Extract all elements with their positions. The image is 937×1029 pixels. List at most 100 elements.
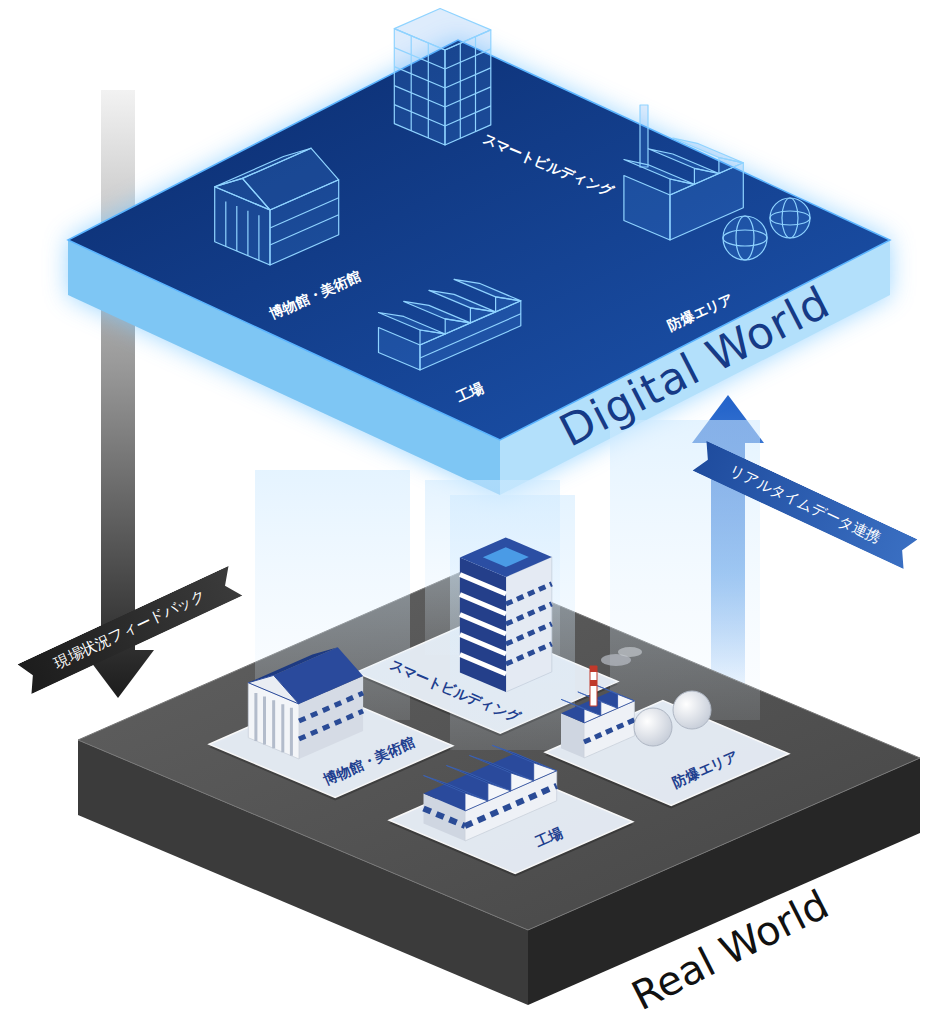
sawtooth-roof <box>578 692 618 708</box>
building-face <box>506 557 552 692</box>
wire-gable <box>215 178 270 210</box>
real-plane: Real Worldスマートビルディング博物館・美術館防爆エリア工場 <box>60 555 930 1025</box>
wire-face <box>270 180 339 265</box>
sawtooth-glass <box>534 763 557 781</box>
light-beam <box>450 495 575 750</box>
wire-roof <box>673 138 744 163</box>
ribbon-label: リアルタイムデータ連携 <box>692 441 917 570</box>
building-face <box>584 701 634 758</box>
tile-shape <box>385 764 637 877</box>
building-face <box>248 683 299 759</box>
plane-building-label: スマートビルディング <box>480 130 615 199</box>
smart-building <box>460 537 552 692</box>
slab-shape <box>50 30 910 510</box>
wire-gable <box>694 168 719 184</box>
slab-shape-part <box>68 40 890 440</box>
chimney-stripe <box>590 666 597 672</box>
sawtooth-glass <box>601 702 618 716</box>
sawtooth-roof <box>446 766 510 791</box>
wire-face <box>394 9 491 51</box>
tile-shape-part <box>209 693 453 798</box>
sawtooth-roof <box>492 745 556 771</box>
site-tile: 博物館・美術館 <box>205 688 457 801</box>
slab-shape-part <box>68 40 890 495</box>
building-face <box>460 558 506 693</box>
wire-face <box>379 328 421 371</box>
wire-roof <box>454 279 521 300</box>
sawtooth-roof <box>469 755 533 780</box>
smoke <box>618 647 642 657</box>
wire-sphere <box>723 216 767 260</box>
sawtooth-roof <box>561 699 601 715</box>
wire-gable <box>496 297 521 312</box>
building-face <box>424 794 466 842</box>
sawtooth-roof <box>595 685 635 701</box>
real-buildings <box>248 537 711 841</box>
wire-gable <box>670 179 694 195</box>
balcony-stripes <box>460 575 506 675</box>
wire-grid <box>420 314 521 358</box>
wire-sphere <box>736 216 754 260</box>
building-roof <box>248 647 337 682</box>
sawtooth-glass <box>584 709 601 723</box>
digital-plane: Digital World <box>50 30 910 510</box>
chimney-stripe <box>590 680 597 686</box>
site-tile: 防爆エリア <box>541 696 793 809</box>
wire-roof <box>429 290 496 311</box>
flow-arrow <box>692 395 764 690</box>
building-roof <box>274 647 363 704</box>
light-beam <box>425 480 560 655</box>
wire-roof <box>379 313 446 334</box>
wire-roof <box>648 149 719 174</box>
roof-unit <box>483 547 529 567</box>
gas-tank <box>634 708 672 746</box>
wire-sphere <box>770 198 810 238</box>
gas-tank <box>673 691 711 729</box>
digital-wireframes <box>215 9 810 371</box>
plant-building <box>561 647 711 758</box>
tile-shape <box>541 696 793 809</box>
building-roof <box>424 753 557 811</box>
building-face <box>561 713 584 758</box>
columns <box>256 693 292 756</box>
wire-plant <box>624 105 810 260</box>
light-beam <box>255 470 410 720</box>
wire-sphere <box>782 198 798 238</box>
wire-gable <box>420 330 445 345</box>
wire-face <box>215 187 270 265</box>
smoke <box>601 654 631 666</box>
wire-museum <box>215 148 339 265</box>
wire-roof <box>215 148 311 187</box>
wire-grid <box>394 36 491 139</box>
tile-shape-part <box>545 701 789 806</box>
ribbon-label: 現場状況フィードバック <box>17 566 242 695</box>
wire-roof <box>624 160 695 185</box>
wire-roof <box>242 148 338 210</box>
wire-tower <box>394 9 491 146</box>
windows <box>584 720 634 742</box>
windows <box>424 786 557 826</box>
site-tile: スマートビルディング <box>352 616 622 737</box>
wire-face <box>670 163 743 240</box>
light-beams <box>255 420 760 750</box>
base-shape-part <box>78 568 920 930</box>
wire-gable <box>719 158 743 174</box>
wire-roof <box>404 301 471 322</box>
wire-gable <box>470 308 495 323</box>
building-roof <box>460 537 552 577</box>
plane-building-label: 工場 <box>454 379 486 405</box>
sawtooth-glass <box>511 773 534 791</box>
factory-building <box>424 745 557 841</box>
chimney <box>590 666 597 706</box>
wire-grid <box>226 198 339 260</box>
wire-sphere <box>770 211 810 225</box>
tile-shape <box>352 616 622 737</box>
wire-face <box>445 30 491 145</box>
building-face <box>299 676 363 759</box>
tile-shape-part <box>356 621 618 733</box>
wire-chimney <box>640 105 648 167</box>
wire-sphere <box>723 230 767 246</box>
sawtooth-glass <box>618 694 635 708</box>
tile-shape-part <box>389 769 633 874</box>
